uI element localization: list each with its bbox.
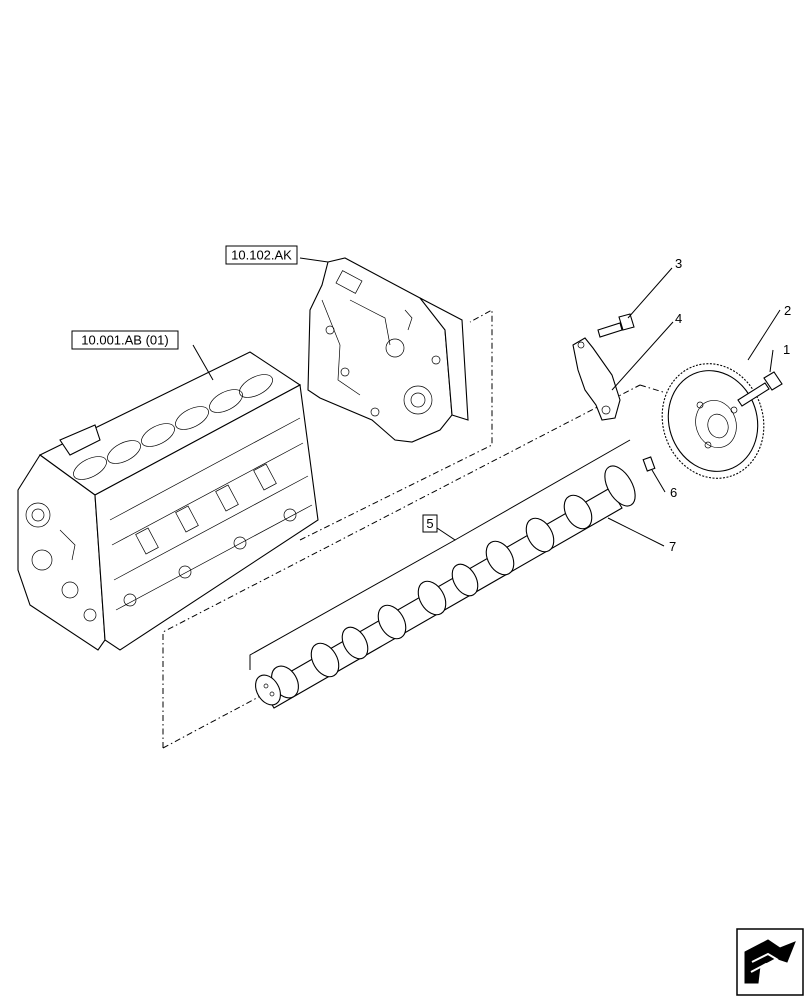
callout-6: 6 xyxy=(670,485,677,500)
callout-4: 4 xyxy=(675,311,682,326)
callout-7: 7 xyxy=(669,539,676,554)
leader-lines xyxy=(192,257,781,670)
camshaft-drawing xyxy=(255,465,636,709)
reference-engine-block-label: 10.001.AB (01) xyxy=(81,333,168,348)
reference-front-cover-label: 10.102.AK xyxy=(231,248,292,263)
callout-1: 1 xyxy=(783,342,790,357)
callout-2: 2 xyxy=(784,303,791,318)
callout-3: 3 xyxy=(675,256,682,271)
plate-bolt-drawing xyxy=(597,313,635,338)
gear-bolt-drawing xyxy=(737,371,783,407)
pin-frame-line xyxy=(639,384,664,393)
front-cover-drawing xyxy=(307,257,469,443)
camshaft-frame-bottom-line xyxy=(162,691,269,749)
engine-block-drawing xyxy=(17,351,319,651)
reference-front-cover[interactable]: 10.102.AK xyxy=(225,245,298,265)
thrust-plate-drawing xyxy=(572,337,621,421)
dowel-pin-drawing xyxy=(642,456,656,472)
camshaft-frame-line xyxy=(162,384,641,748)
reference-engine-block[interactable]: 10.001.AB (01) xyxy=(71,330,179,350)
callout-5-box: 5 xyxy=(422,514,438,533)
next-page-arrow-icon[interactable] xyxy=(736,928,804,996)
callout-5: 5 xyxy=(426,516,433,531)
camshaft-gear-drawing xyxy=(661,363,765,479)
